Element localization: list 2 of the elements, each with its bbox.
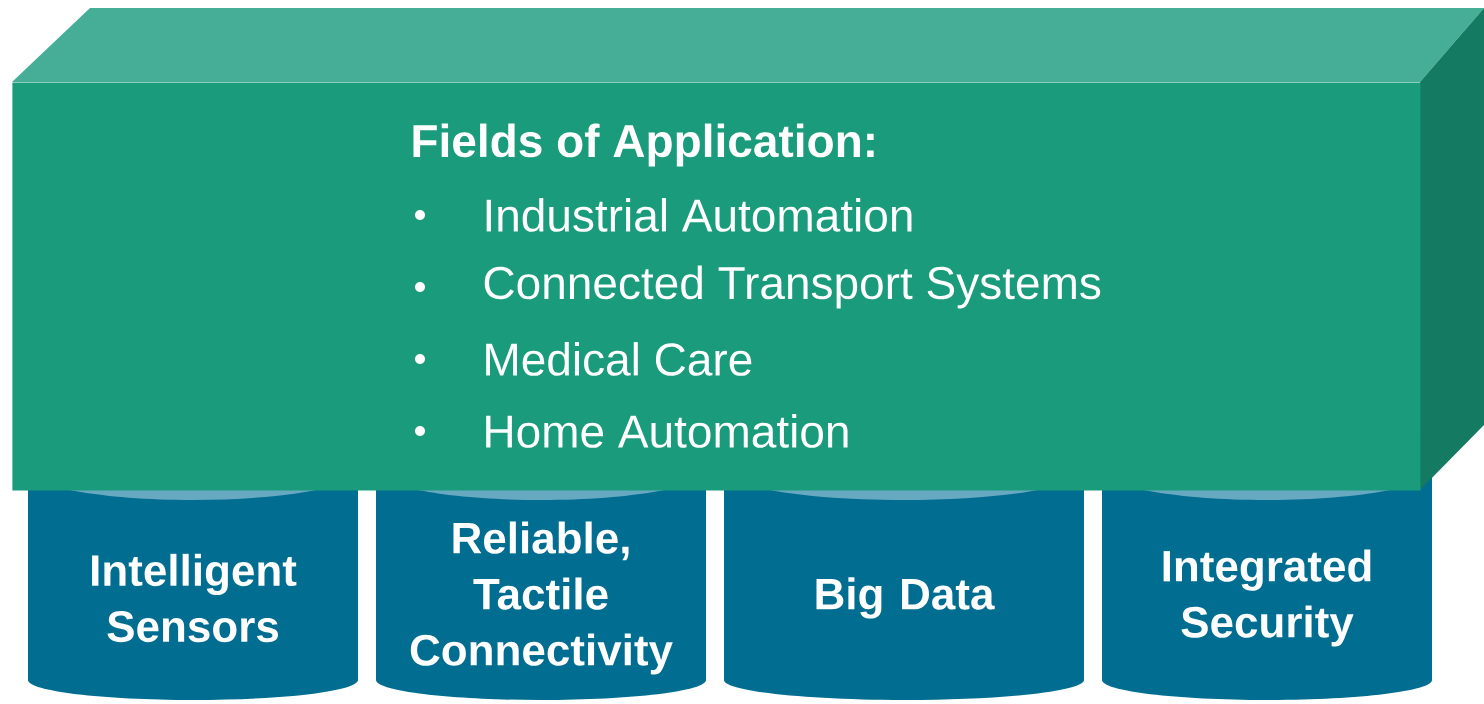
cylinder: Integrated Security bbox=[1102, 440, 1432, 700]
cylinder: Intelligent Sensors bbox=[28, 440, 358, 700]
